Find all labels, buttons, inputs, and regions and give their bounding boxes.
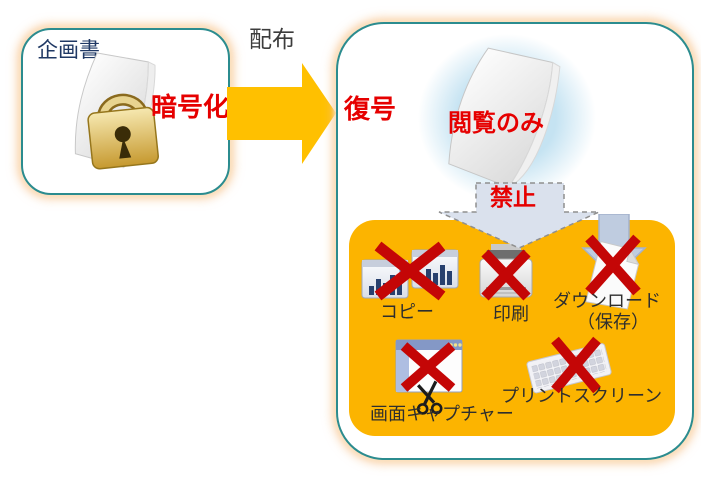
locked-document-icon [74, 52, 159, 170]
copy-icon [361, 241, 459, 301]
ban-callout [438, 182, 600, 249]
restriction-label: 印刷 [493, 304, 529, 324]
restriction-label: 画面キャプチャー [370, 404, 514, 424]
dest-box: 復号 閲覧のみ [336, 22, 694, 460]
printer-icon [479, 244, 533, 301]
view-only-label: 閲覧のみ [448, 110, 544, 137]
restriction-sublabel: （保存） [577, 312, 649, 332]
distribute-label: 配布 [249, 26, 295, 52]
prohibited-x-icon [400, 342, 456, 392]
encrypt-label: 暗号化 [151, 92, 230, 122]
scissors-icon [416, 380, 443, 415]
lock-icon [87, 93, 159, 170]
restriction-label: コピー [380, 302, 434, 322]
print-screen-icon [526, 336, 612, 394]
prohibited-x-icon [585, 234, 641, 296]
screen-capture-icon [395, 339, 463, 415]
prohibited-x-icon [551, 336, 601, 394]
restriction-label: ダウンロード [553, 291, 661, 311]
restrictions-panel: コピー [349, 214, 675, 436]
source-box: 企画書 [21, 28, 230, 195]
prohibited-x-icon [374, 241, 446, 301]
distribute-arrow-icon [227, 63, 336, 164]
prohibited-x-icon [481, 249, 531, 301]
source-title: 企画書 [37, 39, 100, 62]
download-icon [581, 214, 647, 310]
restriction-label: プリントスクリーン [501, 386, 663, 406]
ban-label: 禁止 [490, 184, 536, 210]
decrypt-label: 復号 [344, 94, 397, 124]
